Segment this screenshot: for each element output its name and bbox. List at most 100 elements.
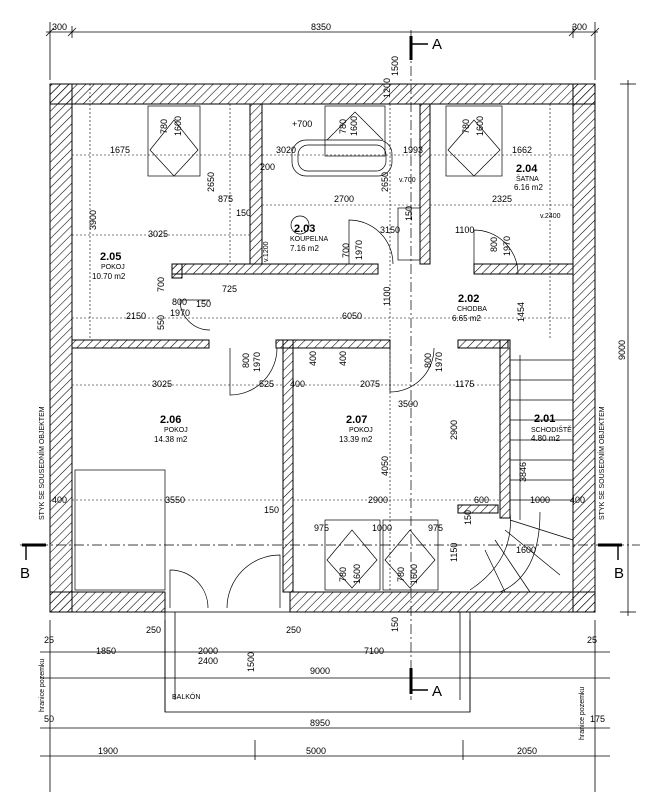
door-swing-icon xyxy=(348,219,394,265)
wall-bath-right xyxy=(419,103,431,265)
dim-text: 1675 xyxy=(110,145,130,155)
dim-text: 800 xyxy=(423,353,433,368)
wall-hall-top-a xyxy=(171,263,379,275)
dim-text: 1600 xyxy=(349,116,359,136)
room-area: 7.16 m2 xyxy=(290,244,319,253)
dim-text: 1600 xyxy=(516,545,536,555)
dim-text: 3846 xyxy=(518,462,528,482)
room-name: SCHODIŠTĚ xyxy=(531,425,572,434)
toilet-icon xyxy=(290,215,310,235)
room-area: 13.39 m2 xyxy=(339,435,373,444)
dim-text: 2325 xyxy=(492,194,512,204)
dim-text: 4050 xyxy=(380,456,390,476)
section-b-left-label: B xyxy=(20,565,30,582)
dim-text: 700 xyxy=(341,243,351,258)
room-name: ŠATNA xyxy=(516,174,539,183)
neighbor-note-left: STYK SE SOUSEDNÍM OBJEKTEM xyxy=(37,406,46,520)
fixtures xyxy=(74,105,574,609)
dim-text: 1970 xyxy=(170,308,190,318)
room-name: CHODBA xyxy=(457,306,487,313)
dim-text: 1175 xyxy=(455,379,474,389)
dim-text: 2150 xyxy=(126,311,146,321)
dim-text: 150 xyxy=(463,510,473,525)
room-area: 14.38 m2 xyxy=(154,435,188,444)
dim-text: 780 xyxy=(338,119,348,134)
door-swing-icon xyxy=(473,229,519,275)
dim-text: 150 xyxy=(390,617,400,632)
balcony-door-icon xyxy=(226,554,281,609)
dim-text: 5000 xyxy=(306,746,326,756)
dim-text: 1850 xyxy=(96,646,116,656)
balcony-label: BALKÓN xyxy=(172,692,200,701)
wall-207-left xyxy=(282,339,294,593)
room-name: POKOJ xyxy=(349,427,373,434)
dim-text: 3025 xyxy=(148,229,168,239)
wall-right xyxy=(572,83,596,613)
dim-text: 3550 xyxy=(165,495,185,505)
dim-text: 400 xyxy=(290,379,305,389)
dim-text: 7100 xyxy=(364,646,384,656)
dim-text: 700 xyxy=(156,277,166,292)
dim-text: 1500 xyxy=(246,652,256,672)
wall-stair-left xyxy=(499,339,511,519)
dim-text: 300 xyxy=(572,22,587,32)
door-swing-icon xyxy=(229,347,278,396)
dimension-texts: 300 8350 300 9000 25 250 250 25 1850 200… xyxy=(44,22,627,756)
dimension-lines xyxy=(20,22,640,792)
dim-text: 9000 xyxy=(310,666,330,676)
dim-text: 600 xyxy=(474,495,489,505)
dim-text: 780 xyxy=(338,567,348,582)
dim-text: 875 xyxy=(218,194,233,204)
dim-text: 1200 xyxy=(382,78,392,98)
dim-text: 2650 xyxy=(206,172,216,192)
dim-text: 3900 xyxy=(88,210,98,230)
dim-text: 1600 xyxy=(409,564,419,584)
room-number: 2.03 xyxy=(294,223,315,235)
dim-text: 1454 xyxy=(516,302,526,322)
room-name: KOUPELNA xyxy=(290,236,328,243)
room-area: 6.65 m2 xyxy=(452,314,481,323)
dim-text: 250 xyxy=(286,625,301,635)
dim-text: 1100 xyxy=(382,287,392,306)
section-a-top-label: A xyxy=(432,36,442,53)
note-text: v.1200 xyxy=(263,241,270,262)
dim-text: 2000 xyxy=(198,646,218,656)
room-number: 2.01 xyxy=(534,413,555,425)
dim-text: 50 xyxy=(44,714,54,724)
room-name: POKOJ xyxy=(101,264,125,271)
dim-text: 1150 xyxy=(449,543,459,562)
dim-text: 800 xyxy=(172,297,187,307)
dim-text: 300 xyxy=(52,22,67,32)
room-labels: 2.01 SCHODIŠTĚ 4.80 m2 2.02 CHODBA 6.65 … xyxy=(92,163,572,444)
room-number: 2.07 xyxy=(346,414,367,426)
dim-text: 175 xyxy=(590,714,605,724)
dim-text: 2050 xyxy=(517,746,537,756)
dim-text: 400 xyxy=(52,495,67,505)
neighbor-note-right: STYK SE SOUSEDNÍM OBJEKTEM xyxy=(597,406,606,520)
dim-text: 1600 xyxy=(475,116,485,136)
dim-text: 150 xyxy=(264,505,279,515)
wall-205-bottom xyxy=(71,339,210,349)
note-text: v.2400 xyxy=(540,213,561,220)
section-b-right-label: B xyxy=(614,565,624,582)
border-note-left: hranice pozemku xyxy=(39,659,46,712)
dim-text: 2075 xyxy=(360,379,380,389)
balcony-door-icon xyxy=(169,569,209,609)
dim-text: 400 xyxy=(308,351,318,366)
dim-text: 3500 xyxy=(398,399,418,409)
section-markers xyxy=(22,36,622,694)
room-number: 2.02 xyxy=(458,293,479,305)
room-area: 10.70 m2 xyxy=(92,272,126,281)
dim-text: 2900 xyxy=(368,495,388,505)
room-number: 2.05 xyxy=(100,251,121,263)
dim-text: 6050 xyxy=(342,311,362,321)
border-note-right: hranice pozemku xyxy=(579,687,586,740)
wall-left xyxy=(49,83,73,613)
dim-text: 200 xyxy=(260,162,275,172)
dim-text: 150 xyxy=(236,208,251,218)
dim-text: 1900 xyxy=(98,746,118,756)
dim-text: 1600 xyxy=(352,564,362,584)
dim-text: 1662 xyxy=(512,145,532,155)
dim-text: 975 xyxy=(314,523,329,533)
dim-text: 250 xyxy=(146,625,161,635)
